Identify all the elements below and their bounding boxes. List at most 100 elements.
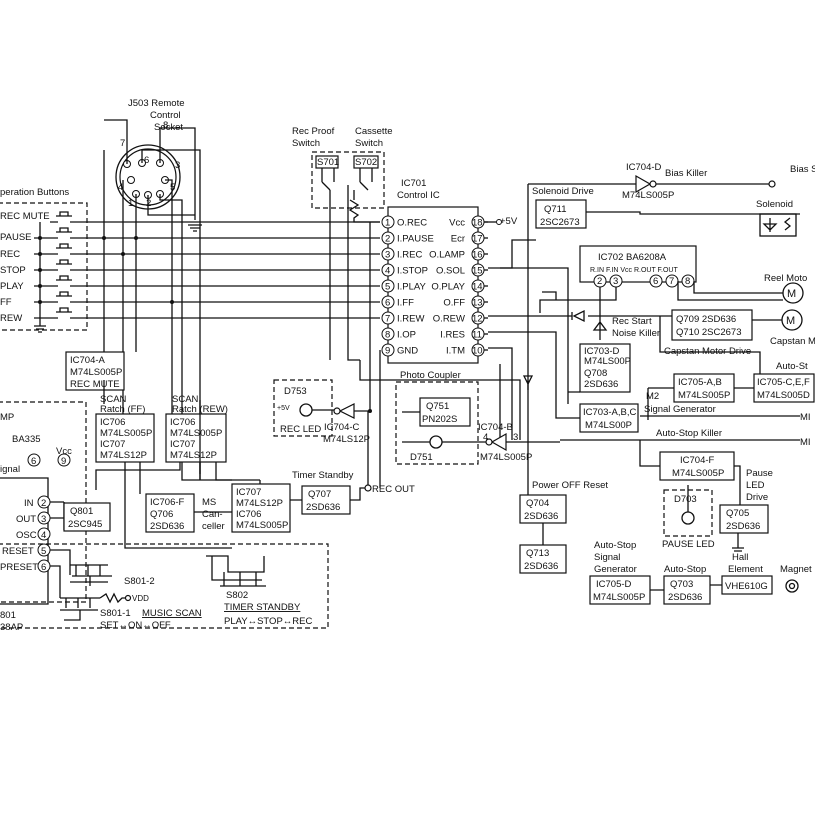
q801-l1: Q801 — [70, 506, 93, 517]
scan-ff-l1: SCAN — [100, 394, 127, 405]
ic701-pin-circle-7 — [381, 311, 395, 325]
ic706f-ms-canceller: IC706-F Q706 2SD636 MS Can- celler — [95, 462, 232, 549]
q707-l2: 2SD636 — [306, 502, 340, 513]
auto-stop-killer-label: Auto-Stop Killer — [656, 428, 722, 439]
scan-rew-b3: IC707 — [170, 439, 195, 450]
ic704f-l1: IC704-F — [680, 455, 715, 466]
auto-st-l0: Auto-St — [776, 361, 808, 372]
s802-l2: TIMER STANDBY — [224, 602, 301, 613]
ic704b: IC704-B M74LS005P 4 3 — [478, 422, 560, 463]
auto-st-l1: IC705-C,E,F — [757, 377, 810, 388]
ic706f-b1: IC706-F — [150, 497, 185, 508]
q751-l1: Q751 — [426, 401, 449, 412]
ic701-pin-num-1: 1 — [385, 218, 390, 229]
q709-capstan: Q709 2SD636 Q710 2SC2673 M Capstan M Rec… — [488, 309, 815, 375]
ic703d-l3: Q708 — [584, 368, 607, 379]
ms-l2: Can- — [202, 509, 223, 520]
d753-rec-led: D753 +5V REC LED IC704-C M74LS12P — [273, 222, 372, 445]
auto-stop-sig-l2: Signal — [594, 552, 620, 563]
op-btn-ff: FF — [0, 297, 12, 308]
ic704a: IC704-A M74LS005P REC MUTE — [65, 351, 125, 391]
power-off-reset: Power OFF Reset Q704 2SD636 Q713 2SD636 — [488, 347, 608, 574]
hall-l1: Hall — [732, 552, 748, 563]
auto-stop-sig-l3: Generator — [594, 564, 637, 575]
ic701-pin-num-14: 14 — [472, 282, 483, 293]
ic703d: IC703-D M74LS00P Q708 2SD636 Capstan Mot… — [579, 343, 751, 393]
cassette-l2: Switch — [355, 138, 383, 149]
ic702-pin-names: R.IN F.IN Vcc R.OUT F.OUT — [590, 267, 678, 274]
q703-l2: 2SD636 — [668, 592, 702, 603]
hall-l2: Element — [728, 564, 763, 575]
q705-l2: 2SD636 — [726, 521, 760, 532]
ic701-pin-num-15: 15 — [472, 266, 483, 277]
reel-motor-label: Reel Moto — [764, 273, 807, 284]
timer-standby: Timer Standby Q707 2SD636 REC OUT — [292, 350, 415, 515]
ic704b-l2: M74LS005P — [480, 452, 532, 463]
ic701-pin-circle-4 — [381, 263, 395, 277]
q704-l1: Q704 — [526, 498, 549, 509]
j503-title: J503 Remote — [128, 98, 185, 109]
vdd-label: VDD — [132, 594, 149, 603]
j503-pin-8: 8 — [163, 120, 168, 131]
s802-l3: PLAY↔STOP↔REC — [224, 616, 312, 627]
ic703d-l1: IC703-D — [584, 346, 620, 357]
ic705ab-l1: IC705-A,B — [678, 377, 722, 388]
pause-led-l1: Pause — [746, 468, 773, 479]
photo-title: Photo Coupler — [400, 370, 461, 381]
m2-l1: M2 — [646, 391, 659, 402]
ic701-pin-num-7: 7 — [385, 314, 390, 325]
bias-out-label: Bias S — [790, 164, 815, 175]
ic701-pin-num-16: 16 — [472, 250, 483, 261]
j503-title2: Control — [150, 110, 181, 121]
ic704d-l1: IC704-D — [626, 162, 662, 173]
ic701-vcc-supply: +5V — [500, 216, 518, 227]
amp-pin-preset: PRESET — [0, 562, 38, 573]
amp-pin9: 9 — [61, 456, 66, 467]
ic701-pin-num-2: 2 — [385, 234, 390, 245]
amp-pin-out: OUT — [16, 514, 36, 525]
ic701-pin-circle-2 — [381, 231, 395, 245]
ic703abc-l1: IC703-A,B,C — [583, 407, 636, 418]
amp-bot1: 801 — [0, 610, 16, 621]
ic701-pin-num-4: 4 — [385, 266, 390, 277]
ic707-block: IC707 M74LS12P IC706 M74LS005P — [231, 480, 302, 533]
pause-led-section: D703 PAUSE LED Q705 2SD636 Hall Element … — [662, 485, 812, 595]
right-edge-mi2: MI — [800, 437, 811, 448]
ic701-pin-label-5: I.PLAY — [397, 282, 427, 293]
auto-stop-killer: Auto-Stop Killer IC704-F M74LS005P Pause… — [639, 428, 773, 505]
amp-l0: MP — [0, 412, 14, 423]
s701-label: S701 — [317, 157, 339, 168]
reel-motor-symbol: M — [787, 288, 796, 300]
q801: Q801 2SC945 — [63, 502, 111, 532]
ic704d-l2: M74LS005P — [622, 190, 674, 201]
ic701-pin-label-8: I.OP — [397, 330, 416, 341]
q704-l2: 2SD636 — [524, 511, 558, 522]
capstan-drive-label: Capstan Motor Drive — [664, 346, 751, 357]
ic701-pin-label-6: I.FF — [397, 298, 414, 309]
ic701-pin-label-1: O.REC — [397, 218, 427, 229]
ic704b-p3: 3 — [513, 432, 518, 443]
rec-out-label: REC OUT — [372, 484, 415, 495]
scan-rew-b1: IC706 — [170, 417, 195, 428]
music-scan-switches: S801-2 VDD S801-1 MUSIC SCAN SET↔ON↔OFF … — [0, 543, 329, 631]
q709-l2: Q710 2SC2673 — [676, 327, 742, 338]
j503-pin-4: 4 — [118, 182, 123, 193]
d753-v: +5V — [277, 405, 290, 412]
ic701-pin-num-12: 12 — [472, 314, 483, 325]
ic704a-l2: M74LS005P — [70, 367, 122, 378]
ic704c-l1: IC704-C — [324, 422, 360, 433]
op-btn-rec: REC — [0, 249, 20, 260]
scan-ratch-rew: SCAN Ratch (REW) IC706 M74LS005P IC707 M… — [165, 394, 228, 463]
q711-label: Q711 — [544, 204, 567, 215]
ic704f-l2: M74LS005P — [672, 468, 724, 479]
ic704c-l2: M74LS12P — [323, 434, 370, 445]
ic701-pin-num-6: 6 — [385, 298, 390, 309]
scan-rew-l1: SCAN — [172, 394, 199, 405]
amp-pin-osc: OSC — [16, 530, 37, 541]
s802-l1: S802 — [226, 590, 248, 601]
rec-start-l1: Rec Start — [612, 316, 652, 327]
ic701-pin-num-10: 10 — [472, 346, 483, 357]
ic701-pin-label-10: I.TM — [446, 346, 465, 357]
op-btn-rec-mute: REC MUTE — [0, 211, 50, 222]
ic707b-b3: IC706 — [236, 509, 261, 520]
